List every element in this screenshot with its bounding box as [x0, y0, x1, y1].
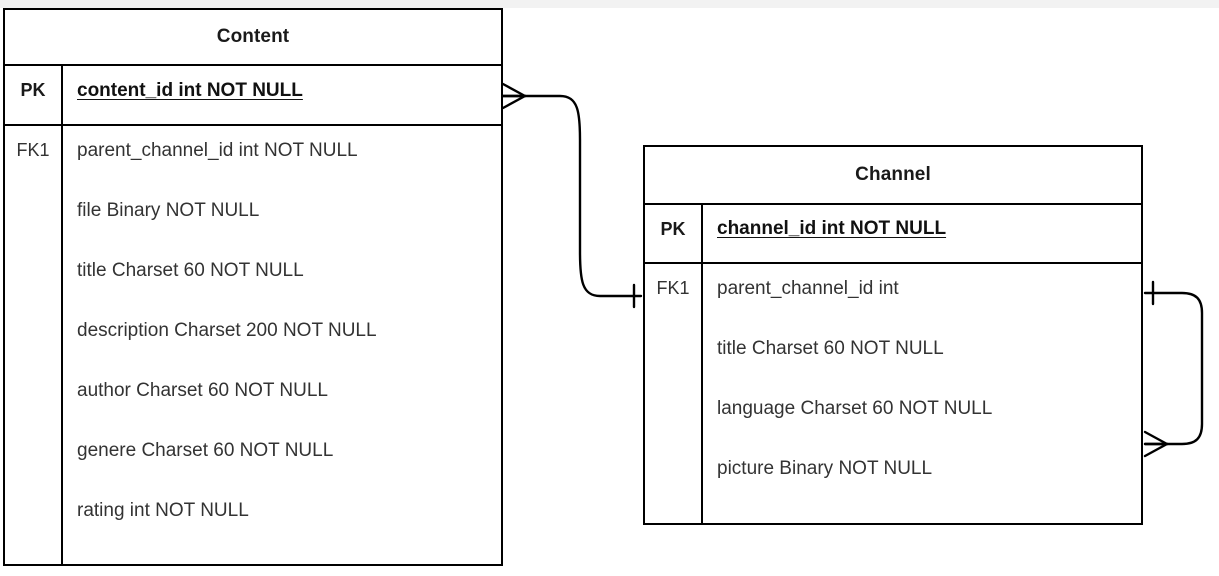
canvas-top-strip — [0, 0, 1219, 8]
entity-content-fields-row: FK1 parent_channel_id int NOT NULL file … — [5, 126, 501, 564]
entity-content-pk-field: content_id int NOT NULL — [63, 66, 501, 124]
crowsfoot-many-channel-self — [1143, 430, 1169, 458]
entity-content-title: Content — [5, 10, 501, 66]
entity-channel[interactable]: Channel PK channel_id int NOT NULL FK1 p… — [643, 145, 1143, 525]
entity-content-field-author: author Charset 60 NOT NULL — [77, 380, 328, 401]
entity-channel-fk-label: FK1 — [645, 264, 703, 523]
crowsfoot-many-content — [501, 82, 527, 110]
entity-content-fields: parent_channel_id int NOT NULL file Bina… — [63, 126, 501, 564]
entity-channel-field-title: title Charset 60 NOT NULL — [717, 338, 944, 359]
entity-channel-pk-label: PK — [645, 205, 703, 262]
entity-content-field-genere: genere Charset 60 NOT NULL — [77, 440, 334, 461]
entity-channel-fields: parent_channel_id int title Charset 60 N… — [703, 264, 1141, 523]
entity-content-field-parent-channel-id: parent_channel_id int NOT NULL — [77, 140, 358, 161]
entity-content-field-content-id: content_id int NOT NULL — [77, 80, 303, 101]
relationship-channel-self-reference — [1143, 280, 1204, 458]
entity-channel-field-parent-channel-id: parent_channel_id int — [717, 278, 899, 299]
entity-channel-fields-row: FK1 parent_channel_id int title Charset … — [645, 264, 1141, 523]
entity-content-pk-row: PK content_id int NOT NULL — [5, 66, 501, 126]
entity-content-field-rating: rating int NOT NULL — [77, 500, 249, 521]
entity-channel-pk-row: PK channel_id int NOT NULL — [645, 205, 1141, 264]
entity-content-field-file: file Binary NOT NULL — [77, 200, 260, 221]
relationship-content-to-channel — [501, 82, 643, 309]
entity-content-field-title: title Charset 60 NOT NULL — [77, 260, 304, 281]
entity-channel-field-picture: picture Binary NOT NULL — [717, 458, 933, 479]
entity-channel-field-channel-id: channel_id int NOT NULL — [717, 218, 947, 239]
entity-content[interactable]: Content PK content_id int NOT NULL FK1 p… — [3, 8, 503, 566]
entity-channel-field-language: language Charset 60 NOT NULL — [717, 398, 993, 419]
entity-channel-title: Channel — [645, 147, 1141, 205]
entity-channel-pk-field: channel_id int NOT NULL — [703, 205, 1141, 262]
entity-content-field-description: description Charset 200 NOT NULL — [77, 320, 377, 341]
entity-content-fk-label: FK1 — [5, 126, 63, 564]
entity-content-pk-label: PK — [5, 66, 63, 124]
